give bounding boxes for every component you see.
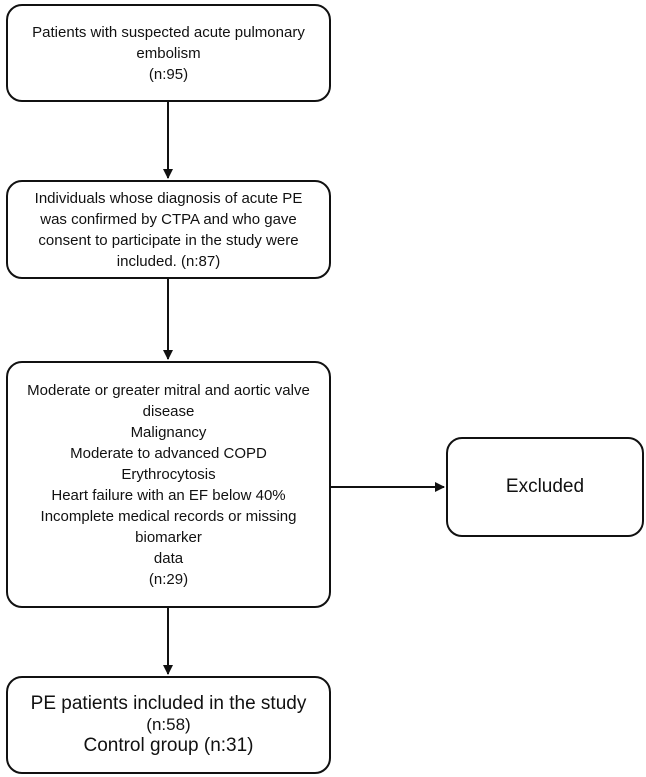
box-count: (n:29) xyxy=(148,570,189,588)
excluded-label: Excluded xyxy=(505,476,585,497)
box-text-line: Control group (n:31) xyxy=(83,735,254,756)
criteria-line: Erythrocytosis xyxy=(121,465,216,483)
box-text-line: embolism xyxy=(136,44,201,62)
box-text-line: Patients with suspected acute pulmonary xyxy=(32,23,305,41)
box-text-line: Individuals whose diagnosis of acute PE xyxy=(34,189,303,207)
criteria-line: Moderate to advanced COPD xyxy=(70,444,267,462)
exclusion-criteria-box: Moderate or greater mitral and aortic va… xyxy=(6,361,331,608)
criteria-line: disease xyxy=(142,402,195,420)
excluded-box: Excluded xyxy=(446,437,644,537)
box-text-line: was confirmed by CTPA and who gave xyxy=(40,210,297,228)
suspected-pe-box: Patients with suspected acute pulmonary … xyxy=(6,4,331,102)
criteria-line: Moderate or greater mitral and aortic va… xyxy=(27,381,310,399)
box-count: (n:58) xyxy=(146,715,191,734)
criteria-line: Heart failure with an EF below 40% xyxy=(51,486,286,504)
box-text-line: included. (n:87) xyxy=(116,252,221,270)
criteria-line: Malignancy xyxy=(130,423,207,441)
criteria-line: data xyxy=(153,549,184,567)
box-count: (n:95) xyxy=(148,65,189,83)
box-text-line: PE patients included in the study xyxy=(30,693,307,714)
box-text-line: consent to participate in the study were xyxy=(38,231,299,249)
confirmed-pe-box: Individuals whose diagnosis of acute PE … xyxy=(6,180,331,279)
study-groups-box: PE patients included in the study (n:58)… xyxy=(6,676,331,774)
criteria-line: Incomplete medical records or missing bi… xyxy=(40,507,297,546)
